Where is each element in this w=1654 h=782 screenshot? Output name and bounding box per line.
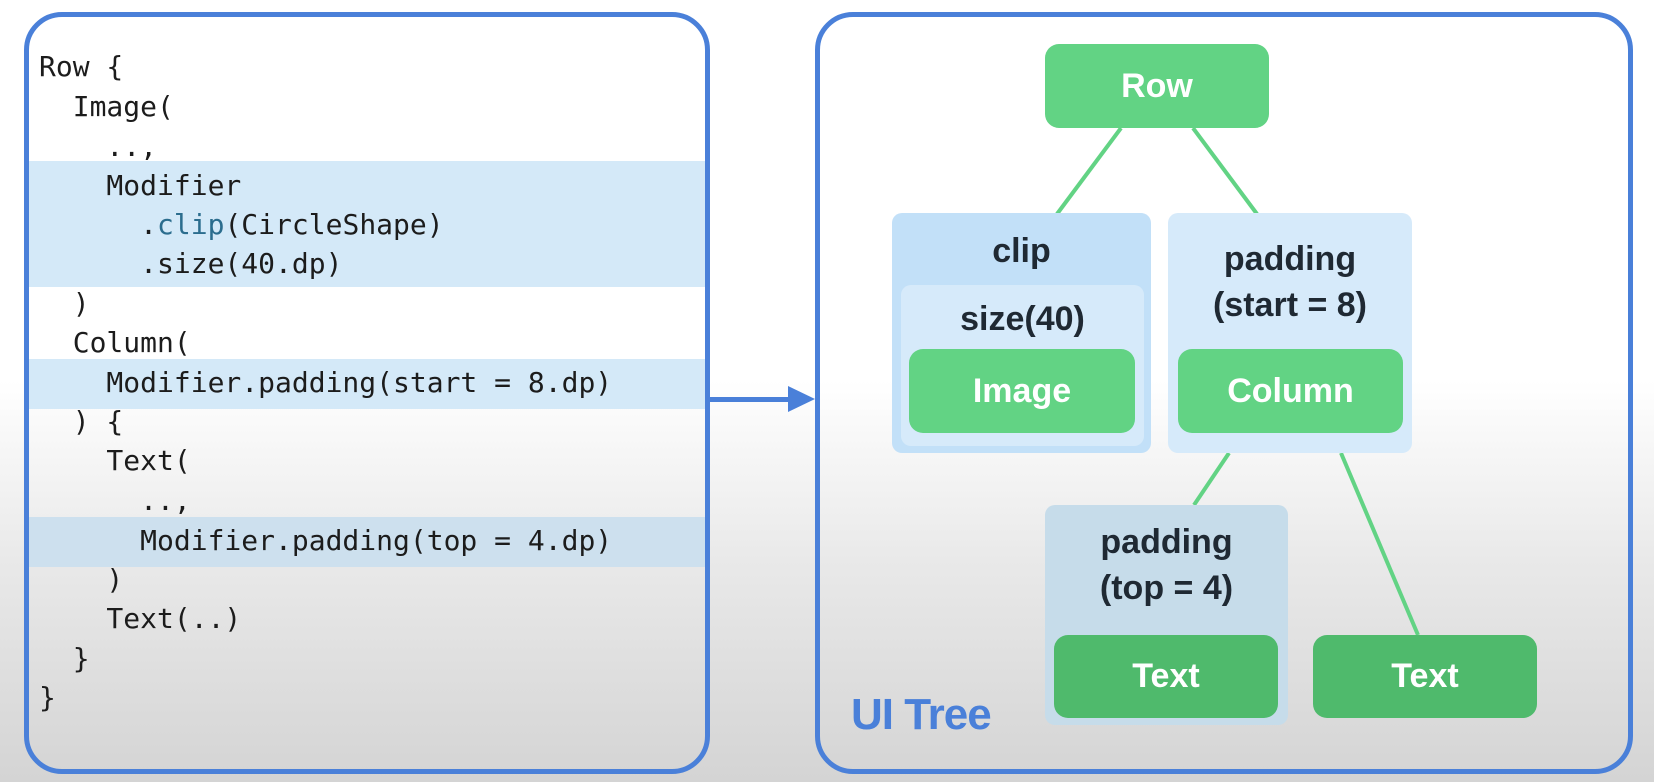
code-line: Row { [39, 50, 124, 83]
code-line: Image( [39, 90, 174, 123]
modifier-padding-top-label: padding (top = 4) [1099, 523, 1234, 607]
code-line: Modifier.padding(start = 8.dp) [39, 366, 613, 399]
tree-node-image: Image [909, 349, 1135, 433]
highlight-text-modifier [29, 517, 705, 567]
tree-node-text: Text [1313, 635, 1537, 718]
ui-tree-panel [815, 12, 1633, 774]
code-line: Text( [39, 444, 191, 477]
code-line: Column( [39, 326, 191, 359]
code-line: ) [39, 563, 124, 596]
code-line: .size(40.dp) [39, 247, 343, 280]
code-line: } [39, 642, 90, 675]
arrow-shaft [710, 397, 790, 402]
modifier-size-label: size(40) [960, 300, 1085, 338]
code-line-clip: .clip(CircleShape) [140, 208, 444, 241]
code-panel: Row { Image( .., Modifier .clip(CircleSh… [24, 12, 710, 774]
arrow-head-icon [788, 386, 815, 412]
connector-column-text [1339, 452, 1420, 636]
code-line: .., [39, 484, 191, 517]
tree-node-text: Text [1054, 635, 1278, 718]
code-line: Modifier [39, 169, 242, 202]
code-line: ) [39, 287, 90, 320]
code-line: Modifier.padding(top = 4.dp) [39, 524, 613, 557]
clip-keyword: clip [157, 208, 225, 241]
highlight-column-modifier [29, 359, 705, 409]
highlight-image-modifier [29, 161, 705, 287]
code-line: ) { [39, 405, 124, 438]
ui-tree-title: UI Tree [851, 690, 992, 739]
modifier-padding-start-label: padding (start = 8) [1213, 240, 1367, 324]
connector-row-clip [1055, 126, 1123, 216]
modifier-clip-label: clip [992, 232, 1051, 270]
code-line: } [39, 681, 56, 714]
tree-node-row: Row [1045, 44, 1269, 128]
connector-column-padding-top [1192, 451, 1231, 507]
code-line: Text(..) [39, 602, 242, 635]
connector-row-padding-start [1191, 126, 1259, 216]
tree-node-column: Column [1178, 349, 1403, 433]
code-line: .., [39, 130, 158, 163]
